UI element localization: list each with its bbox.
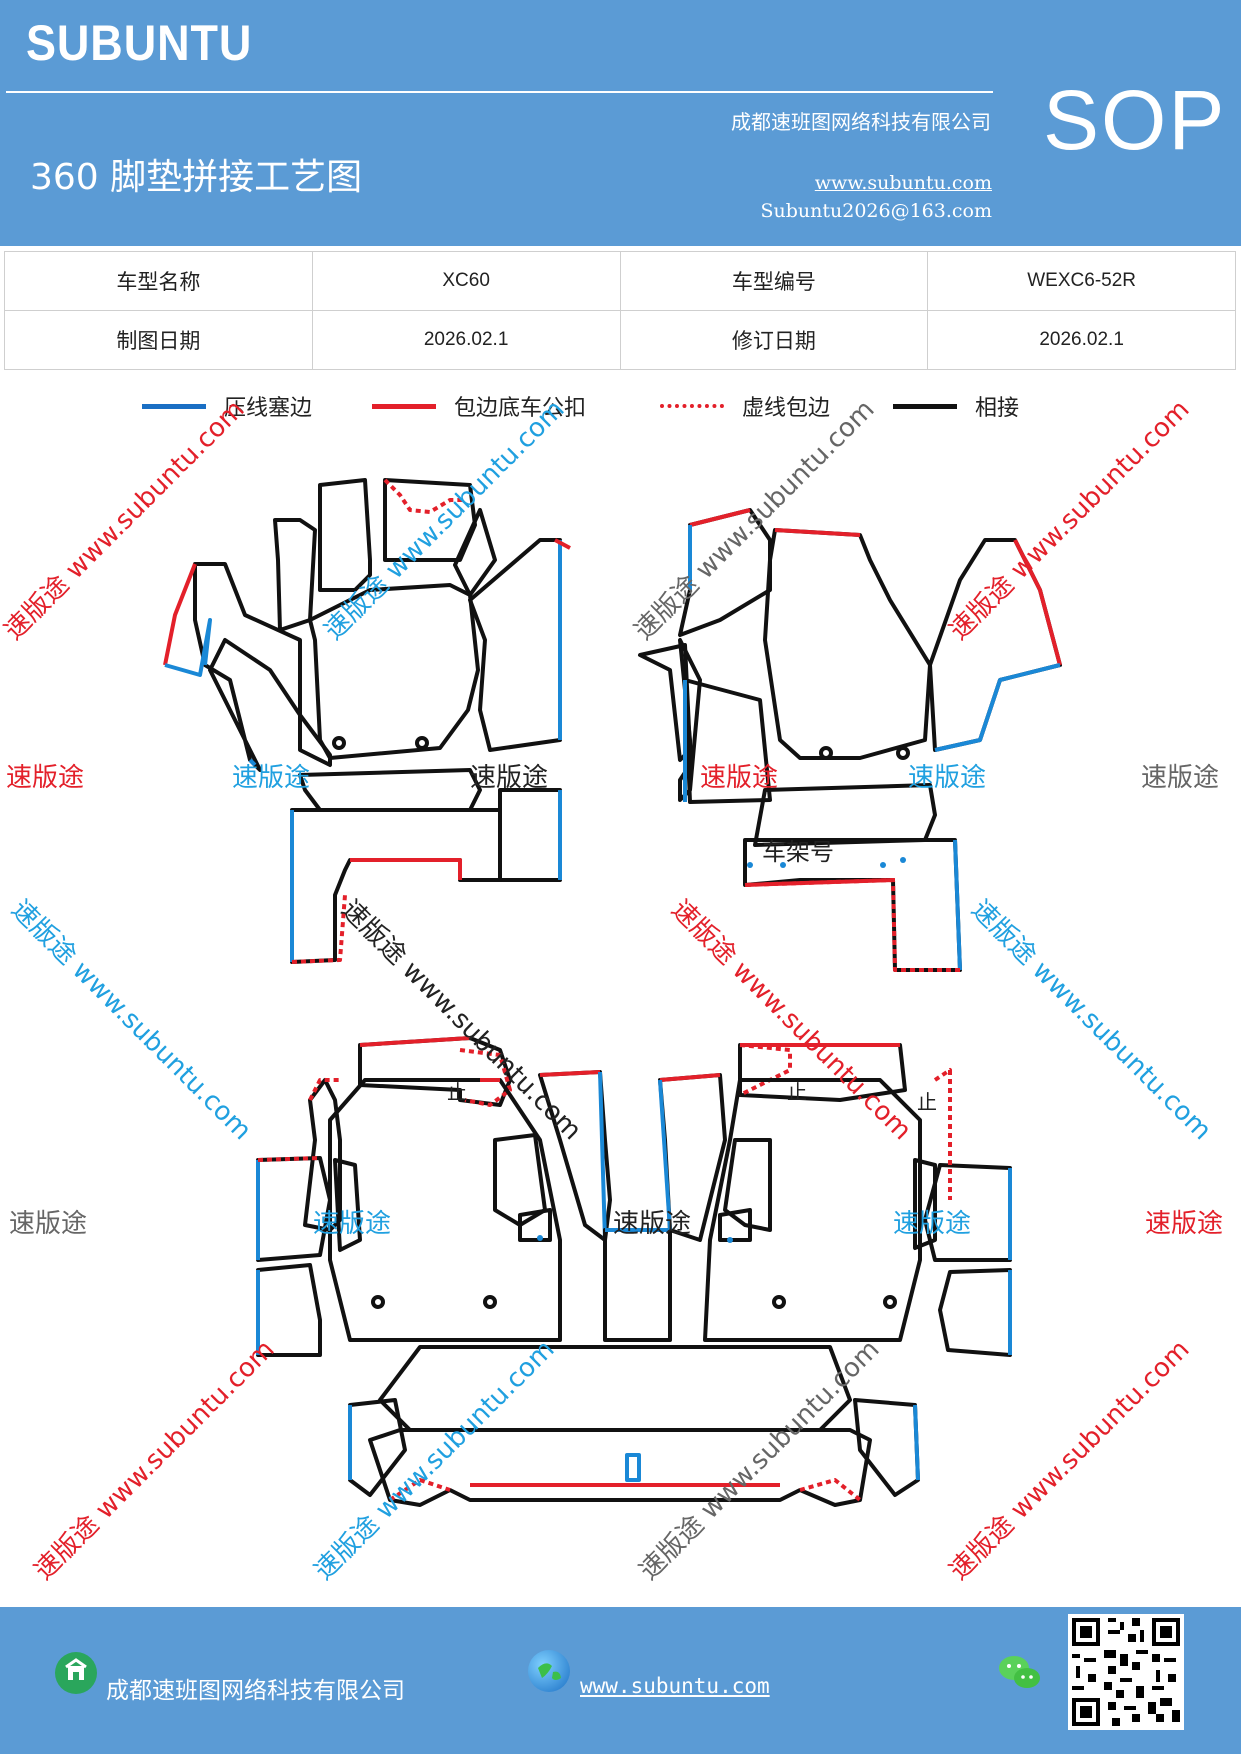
mat-piece	[333, 1158, 362, 1252]
mat-piece	[723, 1138, 772, 1232]
draw-date-value: 2026.02.1	[311, 310, 621, 370]
building-icon	[55, 1652, 97, 1694]
model-code-label: 车型编号	[619, 251, 929, 311]
center-tunnel	[603, 1228, 672, 1342]
legend-item: 虚线包边	[660, 390, 830, 422]
footer-website-link[interactable]: www.subuntu.com	[580, 1674, 770, 1698]
model-code-value: WEXC6-52R	[927, 251, 1236, 311]
legend-label: 相接	[975, 396, 1020, 421]
rear-right-main	[703, 1078, 922, 1342]
mat-piece	[468, 538, 562, 752]
rear-left-main	[328, 1078, 562, 1342]
revision-date-label: 修订日期	[619, 310, 929, 370]
mat-piece	[638, 643, 692, 762]
mat-piece	[358, 1036, 512, 1107]
mat-piece	[303, 1078, 342, 1232]
mat-piece	[383, 478, 477, 562]
legend: 压线塞边 包边底车公扣 虚线包边 相接	[0, 390, 1241, 440]
legend-swatch-blue	[142, 403, 206, 409]
mat-piece	[938, 1268, 1012, 1357]
mat-piece	[743, 838, 962, 972]
website-link[interactable]: www.subuntu.com	[814, 172, 992, 194]
legend-swatch-red	[372, 403, 436, 409]
legend-item: 包边底车公扣	[372, 390, 586, 422]
mat-piece	[763, 528, 932, 760]
revision-date-value: 2026.02.1	[927, 310, 1236, 370]
mat-piece	[298, 768, 482, 812]
company-name: 成都速班图网络科技有限公司	[731, 110, 991, 134]
mat-piece	[718, 1208, 752, 1242]
model-name-label: 车型名称	[4, 251, 313, 311]
rear-floor-bottom	[368, 1428, 872, 1507]
rear-floor-top	[378, 1345, 852, 1432]
main-mat	[308, 583, 480, 760]
mat-piece	[683, 678, 772, 804]
mat-piece	[318, 478, 372, 592]
legend-label: 虚线包边	[742, 396, 831, 421]
legend-item: 相接	[893, 390, 1019, 422]
wechat-icon[interactable]	[997, 1653, 1043, 1693]
brand-logo: SUBUNTU	[26, 15, 253, 71]
model-name-value: XC60	[311, 251, 621, 311]
front-right-mat-set	[638, 508, 1062, 972]
legend-item: 压线塞边	[142, 390, 312, 422]
legend-label: 压线塞边	[224, 396, 313, 421]
table-row: 制图日期 2026.02.1 修订日期 2026.02.1	[4, 310, 1236, 370]
mat-piece	[738, 1043, 907, 1102]
draw-date-label: 制图日期	[4, 310, 313, 370]
table-row: 车型名称 XC60 车型编号 WEXC6-52R	[4, 251, 1236, 311]
mat-piece	[273, 518, 317, 632]
side-piece	[853, 1398, 920, 1497]
mat-piece	[753, 783, 937, 847]
sop-badge: SOP	[1043, 73, 1227, 167]
page-title: 360 脚垫拼接工艺图	[30, 157, 363, 198]
qr-code[interactable]	[1068, 1614, 1184, 1730]
header: SUBUNTU 360 脚垫拼接工艺图 成都速班图网络科技有限公司 www.su…	[0, 0, 1241, 246]
header-divider	[6, 91, 993, 93]
legend-label: 包边底车公扣	[454, 396, 587, 421]
mat-piece	[498, 788, 562, 882]
side-piece	[348, 1398, 407, 1497]
mat-piece	[290, 808, 502, 964]
floor-mat-diagram	[163, 478, 1062, 1507]
front-left-mat-set	[163, 478, 571, 964]
mat-piece	[518, 1208, 552, 1242]
legend-swatch-black	[893, 403, 957, 409]
footer-company: 成都速班图网络科技有限公司	[106, 1678, 405, 1704]
email-address[interactable]: Subuntu2026@163.com	[760, 200, 992, 222]
legend-swatch-red-dotted	[660, 404, 724, 408]
mat-piece	[923, 1163, 1012, 1262]
mat-piece	[913, 1158, 937, 1250]
info-table: 车型名称 XC60 车型编号 WEXC6-52R 制图日期 2026.02.1 …	[4, 251, 1236, 370]
mat-piece	[928, 538, 1062, 752]
mat-piece	[256, 1156, 332, 1262]
globe-icon	[528, 1650, 570, 1692]
mat-piece	[493, 1133, 547, 1227]
mat-piece	[256, 1263, 322, 1357]
rear-mat-set	[256, 1036, 1012, 1507]
mat-piece	[678, 508, 772, 637]
mat-piece	[193, 562, 332, 772]
